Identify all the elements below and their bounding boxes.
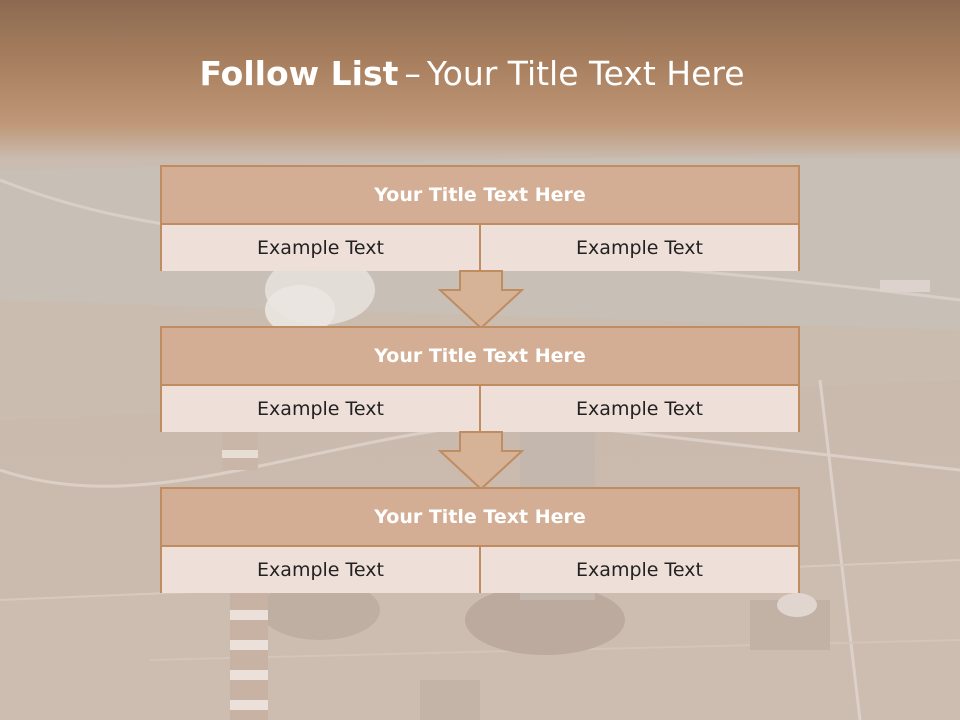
block-row: Example Text Example Text (162, 547, 798, 593)
block-cell-left: Example Text (162, 225, 479, 271)
block-cell-left: Example Text (162, 386, 479, 432)
block-cell-left: Example Text (162, 547, 479, 593)
down-arrow-icon (438, 270, 524, 330)
title-separator: – (404, 54, 421, 93)
block-row: Example Text Example Text (162, 386, 798, 432)
block-cell-right: Example Text (479, 386, 798, 432)
block-title: Your Title Text Here (162, 167, 798, 225)
down-arrow-icon (438, 431, 524, 491)
list-block-2: Your Title Text Here Example Text Exampl… (160, 326, 800, 432)
title-rest: Your Title Text Here (426, 54, 745, 93)
list-block-3: Your Title Text Here Example Text Exampl… (160, 487, 800, 593)
block-row: Example Text Example Text (162, 225, 798, 271)
block-title: Your Title Text Here (162, 489, 798, 547)
block-cell-right: Example Text (479, 547, 798, 593)
block-title: Your Title Text Here (162, 328, 798, 386)
title-bold: Follow List (199, 54, 399, 93)
list-block-1: Your Title Text Here Example Text Exampl… (160, 165, 800, 271)
block-cell-right: Example Text (479, 225, 798, 271)
page-title: Follow List–Your Title Text Here (0, 54, 944, 93)
header-band (0, 0, 960, 160)
